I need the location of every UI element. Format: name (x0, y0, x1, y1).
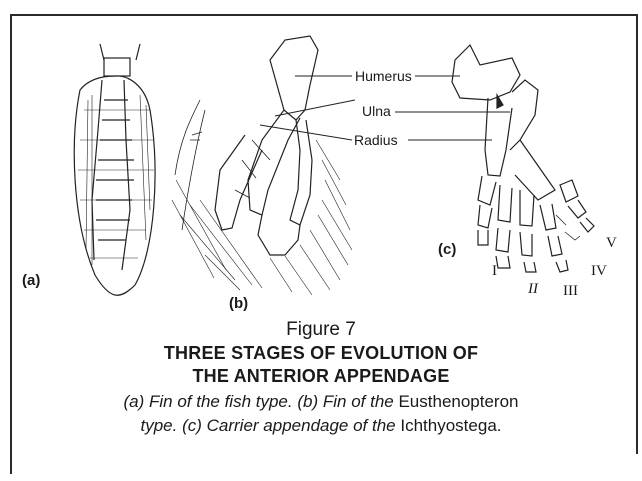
humerus-label: Humerus (355, 69, 412, 83)
panel-a-label: (a) (22, 273, 40, 288)
panel-c-label: (c) (438, 242, 456, 257)
desc-b1: (b) Fin of the (297, 392, 393, 411)
panel-b-label: (b) (229, 296, 248, 311)
desc-b2: Eusthenopteron (398, 392, 518, 411)
figure-description: (a) Fin of the fish type. (b) Fin of the… (12, 390, 630, 438)
desc-a: (a) Fin of the fish type. (123, 392, 292, 411)
fish-fin-illustration (74, 44, 155, 295)
figure-caption: Figure 7 THREE STAGES OF EVOLUTION OF TH… (12, 318, 630, 438)
digit-4-label: IV (591, 264, 607, 279)
digit-5-label: V (606, 236, 617, 251)
digit-2-label: II (528, 282, 538, 297)
anatomy-drawing (0, 0, 642, 330)
ulna-label: Ulna (362, 104, 391, 118)
figure-title-line-2: THE ANTERIOR APPENDAGE (12, 365, 630, 388)
digit-3-label: III (563, 284, 578, 299)
eusthenopteron-fin-illustration (172, 36, 352, 295)
desc-c2: Ichthyostega. (400, 416, 501, 435)
desc-c1: (c) Carrier appendage of the (182, 416, 396, 435)
desc-b3: type. (140, 416, 177, 435)
radius-label: Radius (354, 133, 398, 147)
digit-1-label: I (492, 264, 497, 279)
figure-title-line-1: THREE STAGES OF EVOLUTION OF (12, 342, 630, 365)
figure-number: Figure 7 (12, 318, 630, 342)
ichthyostega-limb-illustration (452, 45, 594, 272)
